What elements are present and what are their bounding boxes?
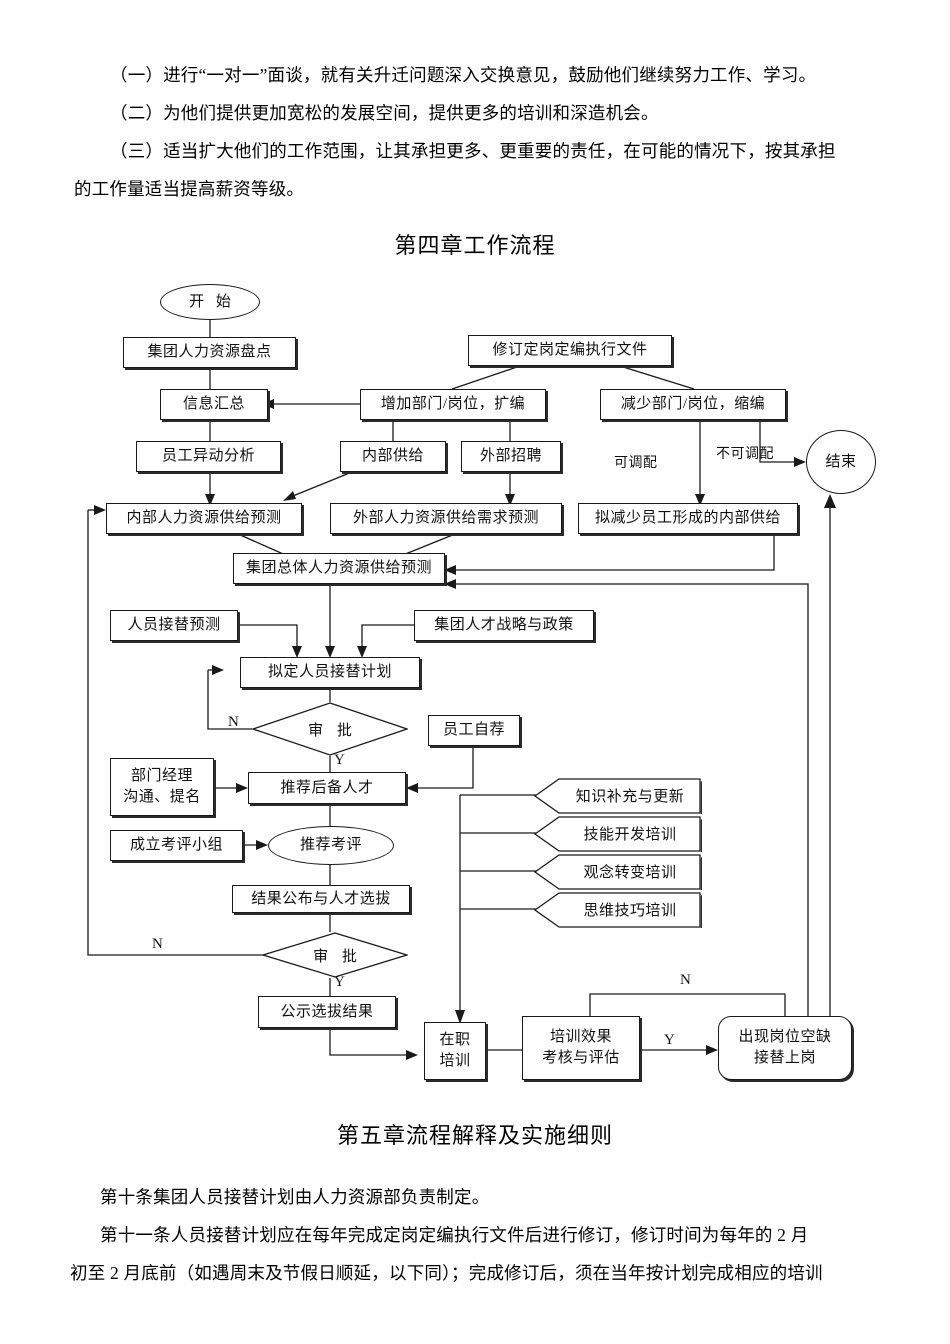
node-talent-strategy[interactable]: 集团人才战略与政策 [414,610,594,641]
node-approval-2[interactable]: 审 批 [262,932,408,978]
approval-2-label: 审 批 [313,948,362,965]
node-training-effect[interactable]: 培训效果 考核与评估 [522,1016,640,1080]
bottom-paragraph-2: 第十一条人员接替计划应在每年完成定岗定编执行文件后进行修订，修订时间为每年的 2… [100,1225,809,1245]
paragraph-3: （三）适当扩大他们的工作范围，让其承担更多、更重要的责任，在可能的情况下，按其承… [110,141,836,161]
training-item-3-label: 思维技巧培训 [583,902,677,919]
training-item-0[interactable]: 知识补充与更新 [534,778,702,814]
node-add-dept[interactable]: 增加部门/岗位，扩编 [360,389,546,420]
node-info-summary[interactable]: 信息汇总 [160,389,268,420]
edge-label-training-no: N [680,972,692,988]
node-reduce-internal-supply[interactable]: 拟减少员工形成的内部供给 [578,503,798,534]
node-group-total-forecast[interactable]: 集团总体人力资源供给预测 [233,553,445,584]
training-item-1-label: 技能开发培训 [583,826,677,843]
node-publicize-result[interactable]: 公示选拔结果 [258,996,396,1028]
chapter-5-title: 第五章流程解释及实施细则 [336,1123,613,1148]
node-revise-doc[interactable]: 修订定岗定编执行文件 [468,335,672,366]
edge-label-training-yes: Y [664,1032,676,1048]
edge-label-approval1-yes: Y [334,752,346,768]
on-job-training-line-2: 培训 [439,1053,471,1069]
edge-label-approval2-yes: Y [334,974,346,990]
node-group-hr-inventory[interactable]: 集团人力资源盘点 [123,337,296,368]
node-end[interactable]: 结束 [806,430,876,494]
training-item-2[interactable]: 观念转变培训 [534,854,702,890]
node-internal-forecast[interactable]: 内部人力资源供给预测 [106,503,302,534]
paragraph-1: （一）进行“一对一”面谈，就有关升迁问题深入交换意见，鼓励他们继续努力工作、学习… [110,65,817,85]
dept-manager-line-2: 沟通、提名 [123,789,201,805]
node-draft-succession-plan[interactable]: 拟定人员接替计划 [240,657,420,688]
node-internal-supply[interactable]: 内部供给 [340,441,446,472]
training-effect-line-2: 考核与评估 [542,1050,620,1066]
node-dept-manager[interactable]: 部门经理 沟通、提名 [110,758,214,816]
vacancy-line-2: 接替上岗 [753,1050,816,1066]
training-item-1[interactable]: 技能开发培训 [534,816,702,852]
training-item-0-label: 知识补充与更新 [575,788,685,805]
node-external-forecast[interactable]: 外部人力资源供给需求预测 [330,503,562,534]
edge-label-approval2-no: N [152,936,164,952]
edge-label-approval1-no: N [228,714,240,730]
bottom-paragraph-1: 第十条集团人员接替计划由人力资源部负责制定。 [100,1187,490,1207]
node-recommend-review[interactable]: 推荐考评 [268,826,394,865]
training-item-2-label: 观念转变培训 [583,864,677,881]
edge-label-adjustable: 可调配 [614,456,658,471]
dept-manager-line-1: 部门经理 [130,768,193,784]
node-start[interactable]: 开 始 [160,284,260,320]
vacancy-line-1: 出现岗位空缺 [738,1029,832,1045]
node-succession-forecast[interactable]: 人员接替预测 [110,610,238,641]
training-effect-line-1: 培训效果 [549,1029,612,1045]
node-external-recruit[interactable]: 外部招聘 [461,441,561,472]
node-staff-change-analysis[interactable]: 员工异动分析 [136,441,281,472]
node-recommend-reserve-talent[interactable]: 推荐后备人才 [248,772,406,804]
node-approval-1[interactable]: 审 批 [252,702,408,756]
node-staff-self-recommend[interactable]: 员工自荐 [428,715,520,746]
on-job-training-line-1: 在职 [439,1032,471,1048]
paragraph-2: （二）为他们提供更加宽松的发展空间，提供更多的培训和深造机会。 [110,103,659,123]
node-on-job-training[interactable]: 在职 培训 [424,1022,486,1080]
node-setup-review-group[interactable]: 成立考评小组 [110,830,243,861]
node-reduce-dept[interactable]: 减少部门/岗位，缩编 [600,389,786,420]
chapter-4-title: 第四章工作流程 [394,233,556,258]
paragraph-4: 的工作量适当提高薪资等级。 [74,179,305,199]
approval-1-label: 审 批 [308,722,357,739]
node-publish-result-select[interactable]: 结果公布与人才选拔 [232,885,410,913]
training-item-3[interactable]: 思维技巧培训 [534,892,702,928]
edge-label-not-adjustable: 不可调配 [716,447,774,462]
bottom-paragraph-3: 初至 2 月底前（如遇周末及节假日顺延，以下同）；完成修订后，须在当年按计划完成… [70,1263,823,1283]
node-vacancy-replacement[interactable]: 出现岗位空缺 接替上岗 [718,1016,852,1080]
